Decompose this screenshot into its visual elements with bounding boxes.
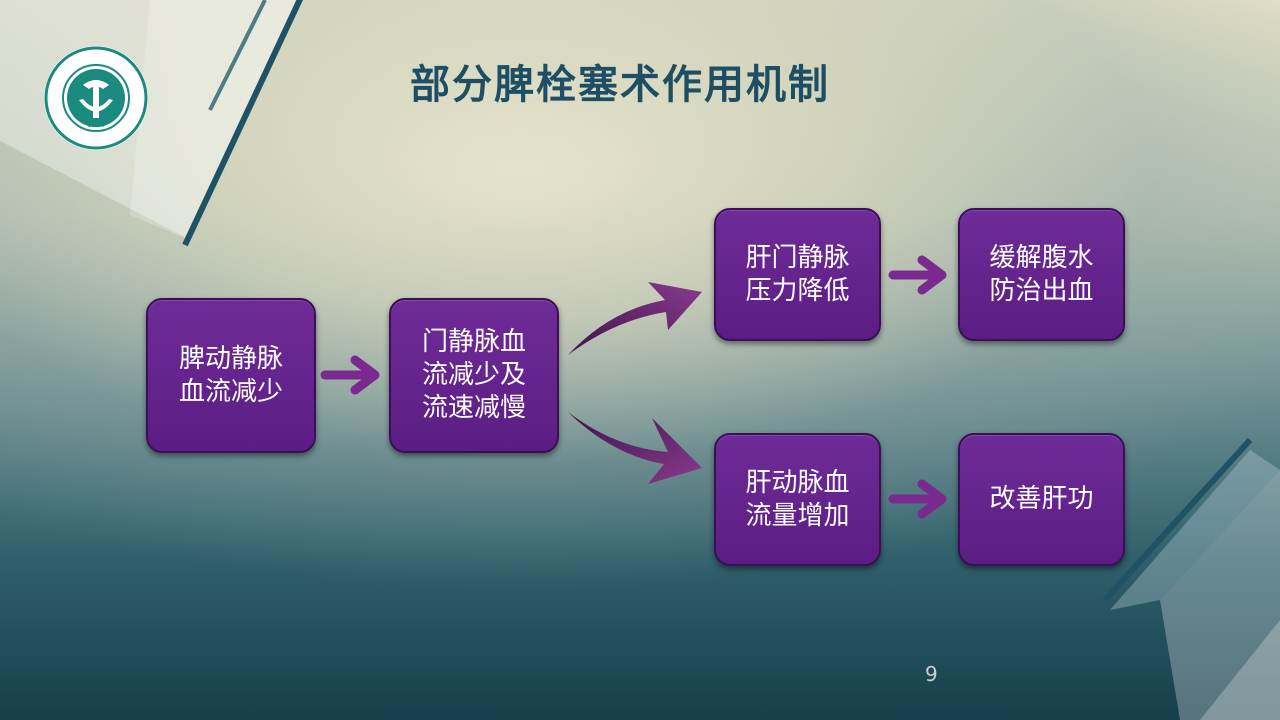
node-portal-vein-flow: 门静脉血 流减少及 流速减慢 <box>389 298 559 453</box>
node-text-line: 流量增加 <box>745 500 850 531</box>
svg-text:1928: 1928 <box>87 121 105 129</box>
node-text-line: 防治出血 <box>989 275 1094 306</box>
node-spleen-blood-flow: 脾动静脉 血流减少 <box>146 298 316 453</box>
node-text-line: 缓解腹水 <box>989 242 1094 273</box>
hospital-logo: 1928 <box>43 45 149 151</box>
node-hepatic-artery-flow: 肝动脉血 流量增加 <box>714 433 881 566</box>
node-text-line: 压力降低 <box>745 275 850 306</box>
node-ascites-relief: 缓解腹水 防治出血 <box>958 208 1125 341</box>
node-text-line: 流减少及 <box>421 360 526 390</box>
node-text-line: 血流减少 <box>178 376 283 407</box>
node-portal-pressure: 肝门静脉 压力降低 <box>714 208 881 341</box>
page-number: 9 <box>925 662 938 686</box>
node-text-line: 脾动静脉 <box>178 343 283 374</box>
node-liver-function: 改善肝功 <box>958 433 1125 566</box>
hospital-logo-icon: 1928 <box>44 46 148 150</box>
node-text-line: 肝门静脉 <box>745 242 850 273</box>
node-text-line: 流速减慢 <box>421 393 526 423</box>
node-text-line: 肝动脉血 <box>745 467 850 498</box>
page-title: 部分脾栓塞术作用机制 <box>410 62 830 108</box>
node-text-line: 门静脉血 <box>421 327 526 357</box>
node-text-line: 改善肝功 <box>989 484 1094 514</box>
